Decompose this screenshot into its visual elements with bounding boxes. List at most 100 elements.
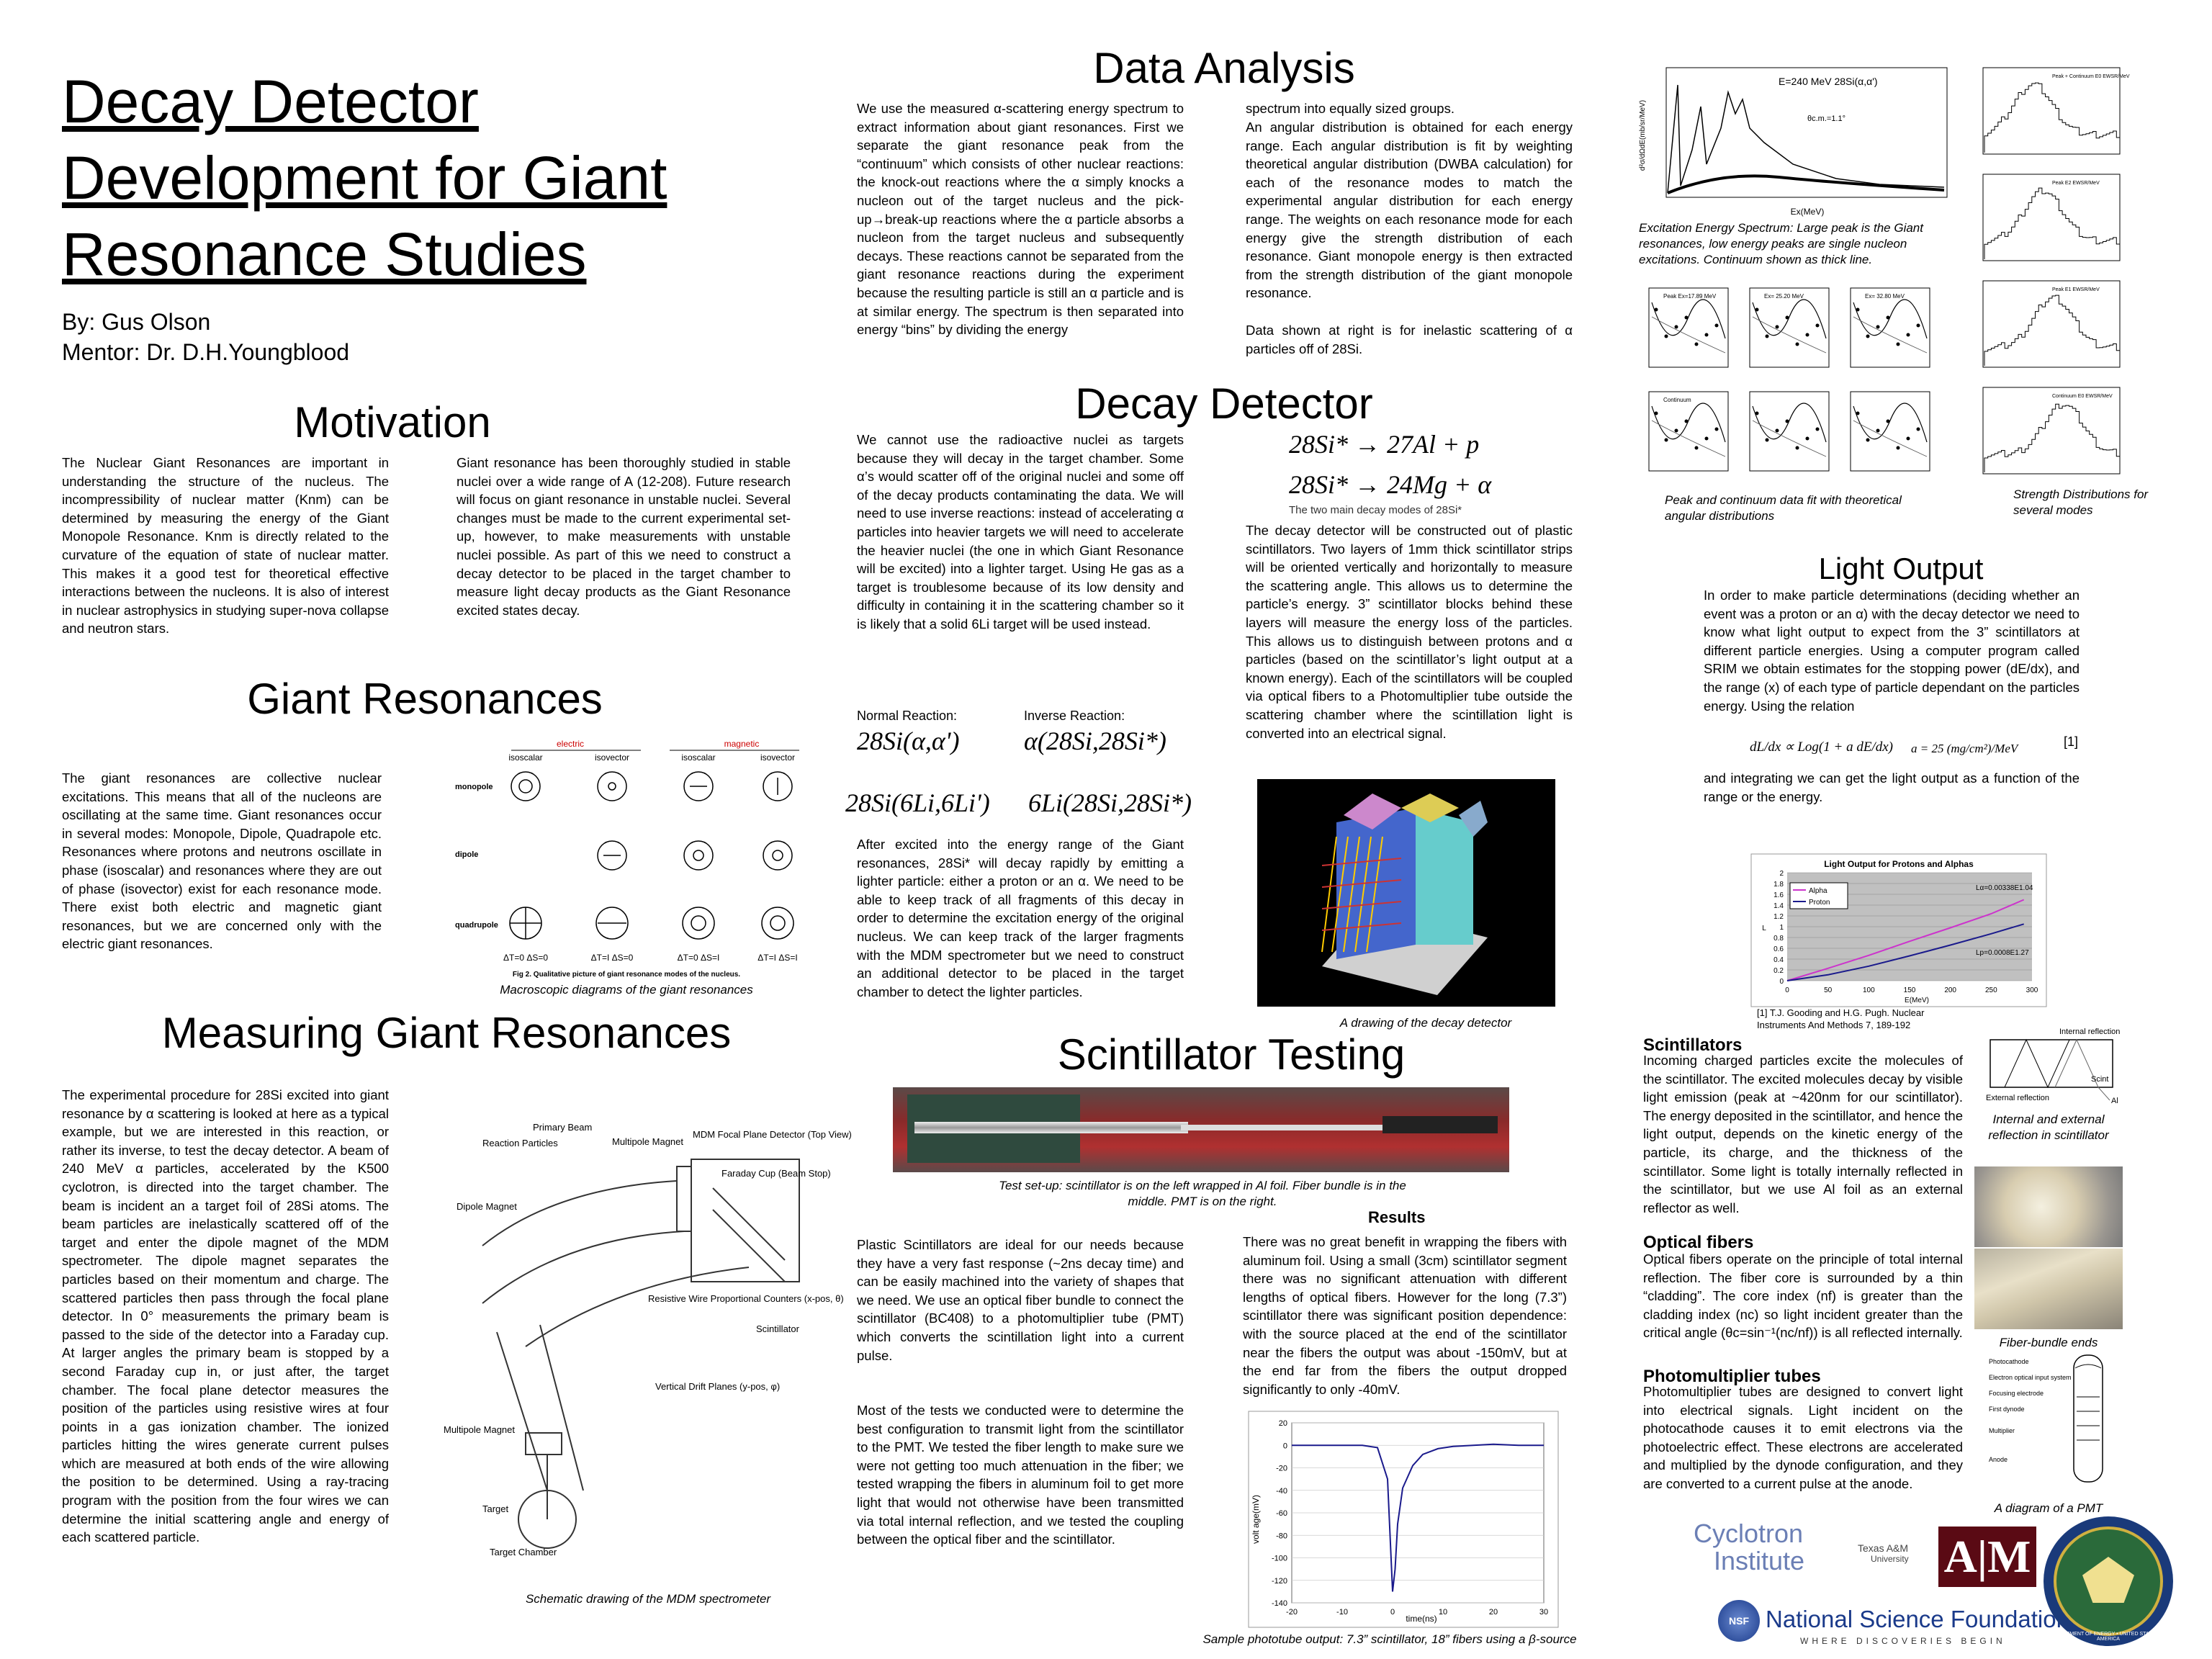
angular-panel-label: Continuum — [1663, 397, 1691, 403]
svg-text:Resistive Wire Proportional Co: Resistive Wire Proportional Counters (x-… — [648, 1293, 844, 1304]
angular-distributions: Peak Ex=17.89 MeV Ex= 25.20 MeV Ex= 32.80 … — [1635, 285, 1937, 491]
strength-panel-label: Continuum E0 EWSR/MeV — [2052, 394, 2113, 399]
light-output-ytick: 1.8 — [1773, 881, 1784, 889]
light-output-ytick: 1.4 — [1773, 902, 1784, 910]
svg-text:Target: Target — [482, 1503, 509, 1514]
decay-modes-caption: The two main decay modes of 28Si* — [1289, 504, 1462, 516]
scint-testing-heading: Scintillator Testing — [1057, 1030, 1406, 1079]
light-output-xlabel: E(MeV) — [1905, 997, 1929, 1004]
svg-text:Proton: Proton — [1809, 899, 1830, 907]
light-output-body2: and integrating we can get the light out… — [1704, 770, 2080, 804]
svg-text:First dynode: First dynode — [1989, 1406, 2025, 1413]
strength-panel — [1982, 387, 2121, 475]
phototube-ytick: -80 — [1276, 1532, 1287, 1540]
poster-title-line1: Decay Detector — [62, 68, 479, 135]
inverse-reaction-eq: α(28Si,28Si*) — [1024, 727, 1166, 755]
pmt-diagram: Photocathode Electron optical input syst… — [1989, 1354, 2103, 1483]
svg-text:External reflection: External reflection — [1986, 1094, 2049, 1102]
svg-text:E=240 MeV 28Si(α,α'): E=240 MeV 28Si(α,α') — [1779, 76, 1878, 87]
light-output-xtick: 0 — [1785, 986, 1789, 994]
inverse-reaction-label: Inverse Reaction: — [1024, 709, 1125, 723]
decay-col1b: After excited into the energy range of t… — [857, 837, 1184, 999]
giant-resonance-diagram: electric magnetic isoscalar isovector is… — [455, 739, 799, 979]
light-output-xtick: 250 — [1985, 986, 1997, 994]
normal-reaction-eq: 28Si(α,α') — [857, 727, 960, 755]
title-block: Decay Detector Development for Giant Res… — [62, 63, 796, 367]
phototube-ytick: -60 — [1276, 1509, 1287, 1518]
giant-heading: Giant Resonances — [247, 675, 603, 723]
diagram-q2: ΔT=I ΔS=0 — [591, 953, 634, 963]
data-analysis-col1: We use the measured α-scattering energy … — [857, 101, 1184, 338]
alpha-series-line — [1786, 899, 2025, 981]
scint-testing-col1b: Most of the tests we conducted were to d… — [857, 1403, 1184, 1547]
nsf-seal: NSF — [1718, 1600, 1760, 1642]
strength-panel — [1982, 174, 2121, 261]
diagram-magnetic-label: magnetic — [724, 739, 760, 749]
measuring-body: The experimental procedure for 28Si exci… — [62, 1087, 389, 1545]
phototube-ytick: -100 — [1272, 1555, 1287, 1563]
light-output-legend: Alpha Proton — [1789, 882, 1848, 909]
mdm-spectrometer-drawing: Primary Beam Reaction Particles Multipol… — [444, 1122, 852, 1557]
light-output-ytick: 1.6 — [1773, 891, 1784, 899]
diagram-electric-label: electric — [557, 739, 584, 749]
light-output-eq-right: a = 25 (mg/cm²)/MeV — [1911, 742, 2018, 755]
light-output-ytick: 0.4 — [1773, 956, 1784, 964]
light-output-xtick: 50 — [1824, 986, 1833, 994]
strength-panel — [1982, 280, 2121, 368]
svg-text:Focusing electrode: Focusing electrode — [1989, 1390, 2044, 1397]
decay-drawing-caption: A drawing of the decay detector — [1339, 1016, 1512, 1030]
svg-text:Photocathode: Photocathode — [1989, 1358, 2029, 1365]
light-output-reference: [1] T.J. Gooding and H.G. Pugh. Nuclear … — [1757, 1007, 1925, 1030]
poster-title-line2: Development for Giant — [62, 144, 667, 212]
angular-panel — [1648, 287, 1729, 368]
mdm-caption: Schematic drawing of the MDM spectromete… — [525, 1592, 771, 1606]
reflection-diagram: Internal reflection External reflection … — [1986, 1028, 2120, 1105]
diagram-q4: ΔT=I ΔS=I — [757, 953, 797, 963]
phototube-xtick: -10 — [1336, 1608, 1348, 1617]
giant-caption: Macroscopic diagrams of the giant resona… — [500, 983, 753, 997]
phototube-ytick: -120 — [1272, 1577, 1287, 1586]
author: By: Gus Olson — [62, 309, 211, 335]
proton-fit-label: Lp=0.0008E1.27 — [1976, 949, 2029, 957]
phototube-xtick: 10 — [1439, 1608, 1447, 1617]
phototube-xtick: -20 — [1286, 1608, 1298, 1617]
svg-text:Multipole Magnet: Multipole Magnet — [612, 1136, 683, 1147]
motivation-heading: Motivation — [294, 398, 491, 446]
phototube-series-line — [1292, 1443, 1544, 1592]
phototube-ytick: -40 — [1276, 1487, 1287, 1496]
angular-panel-label: Peak Ex=17.89 MeV — [1663, 293, 1717, 300]
svg-text:Internal reflection: Internal reflection — [2059, 1028, 2120, 1036]
phototube-ylabel: volt age(mV) — [1251, 1495, 1261, 1544]
angular-panel-label: Ex= 25.20 MeV — [1764, 293, 1804, 300]
light-output-ytick: 1 — [1779, 924, 1784, 932]
scint-testing-col1a: Plastic Scintillators are ideal for our … — [857, 1237, 1184, 1363]
svg-text:Vertical Drift Planes (y-pos,: Vertical Drift Planes (y-pos, φ) — [655, 1381, 780, 1392]
svg-text:Target Chamber: Target Chamber — [490, 1547, 557, 1557]
decay-heading: Decay Detector — [1075, 379, 1373, 428]
angular-panel — [1749, 391, 1830, 472]
svg-text:Alpha: Alpha — [1809, 887, 1827, 895]
light-output-body: In order to make particle determinations… — [1704, 588, 2080, 714]
test-setup-caption: Test set-up: scintillator is on the left… — [999, 1179, 1406, 1208]
scintillators-heading: Scintillators — [1643, 1035, 1743, 1055]
svg-text:d²σ/dΩdE(mb/sr/MeV): d²σ/dΩdE(mb/sr/MeV) — [1639, 100, 1647, 171]
angular-panel-label: Ex= 32.80 MeV — [1865, 293, 1905, 300]
svg-text:quadrupole: quadrupole — [455, 921, 498, 930]
scintillators-body: Incoming charged particles excite the mo… — [1643, 1053, 1963, 1215]
data-analysis-col2c: Data shown at right is for inelastic sca… — [1246, 323, 1573, 356]
phototube-ytick: 20 — [1279, 1419, 1287, 1428]
svg-text:dipole: dipole — [455, 850, 478, 859]
svg-text:Ex(MeV): Ex(MeV) — [1791, 207, 1825, 217]
light-output-ytick: 1.2 — [1773, 913, 1784, 921]
inverse-reaction-eq2: 6Li(28Si,28Si*) — [1028, 788, 1192, 817]
light-output-ylabel: L — [1762, 925, 1766, 932]
spectrum-caption: Excitation Energy Spectrum: Large peak i… — [1639, 221, 1923, 266]
light-output-ytick: 0.8 — [1773, 935, 1784, 943]
strength-panel-label: Peak E1 EWSR/MeV — [2052, 287, 2100, 292]
diagram-fig-caption: Fig 2. Qualitative picture of giant reso… — [513, 971, 740, 979]
svg-text:isovector: isovector — [595, 752, 629, 763]
pmt-body: Photomultiplier tubes are designed to co… — [1643, 1384, 1963, 1491]
poster-title-line3: Resonance Studies — [62, 220, 587, 288]
svg-text:Multiplier: Multiplier — [1989, 1427, 2015, 1434]
svg-text:isovector: isovector — [760, 752, 795, 763]
